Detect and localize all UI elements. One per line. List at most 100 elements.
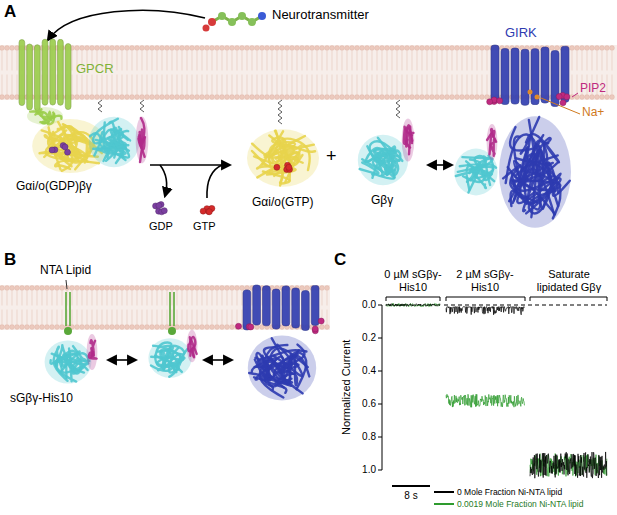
illustration-part: [541, 47, 549, 103]
illustration-part: [2, 75, 3, 95]
illustration-part: [45, 325, 50, 330]
illustration-part: [460, 95, 465, 100]
illustration-part: [382, 305, 383, 470]
illustration-part: [175, 325, 180, 330]
illustration-part: [357, 51, 358, 71]
g-gamma-protein: [402, 118, 415, 161]
girk-channel: [499, 116, 571, 228]
illustration-part: [292, 75, 293, 95]
illustration-part: [292, 51, 293, 71]
illustration-part: [242, 310, 243, 325]
illustration-part: [375, 95, 380, 100]
illustration-part: [475, 46, 480, 51]
illustration-part: [242, 51, 243, 71]
g-alpha-protein: [247, 129, 319, 187]
illustration-part: [252, 75, 253, 95]
illustration-part: [90, 325, 95, 330]
illustration-part: [45, 340, 92, 383]
legend-entry: 0 Mole Fraction Ni-NTA lipid: [434, 486, 583, 498]
illustration-part: [420, 95, 425, 100]
illustration-part: [160, 46, 165, 51]
illustration-part: [136, 117, 149, 164]
illustration-part: [55, 286, 60, 291]
illustration-part: [445, 95, 450, 100]
illustration-part: [420, 46, 425, 51]
illustration-part: [132, 75, 133, 95]
illustration-part: [232, 291, 233, 306]
illustration-part: [190, 46, 195, 51]
illustration-part: [565, 95, 570, 100]
illustration-part: [17, 51, 18, 71]
illustration-part: [148, 338, 191, 378]
illustration-part: [162, 75, 163, 95]
illustration-part: [139, 136, 145, 156]
illustration-part: [460, 46, 465, 51]
illustration-part: [160, 286, 165, 291]
illustration-part: [258, 12, 266, 20]
illustration-part: [142, 51, 143, 71]
illustration-part: [252, 51, 253, 71]
illustration-part: [140, 286, 145, 291]
lipid-label: PIP2: [580, 82, 606, 96]
illustration-part: [12, 291, 13, 306]
tick-label: 0.0: [346, 299, 376, 311]
illustration-part: [325, 325, 330, 330]
illustration-part: [240, 46, 245, 51]
illustration-part: [480, 95, 485, 100]
illustration-part: [382, 51, 383, 71]
illustration-part: [12, 310, 13, 325]
illustration-part: [257, 51, 258, 71]
illustration-part: [167, 75, 168, 95]
illustration-part: [72, 75, 73, 95]
illustration-part: [125, 286, 130, 291]
illustration-part: [89, 117, 139, 167]
illustration-part: [137, 291, 138, 306]
illustration-part: [245, 95, 250, 100]
illustration-part: [75, 325, 80, 330]
illustration-part: [587, 51, 588, 71]
illustration-part: [222, 51, 223, 71]
illustration-part: [572, 75, 573, 95]
illustration-part: [177, 291, 178, 306]
illustration-part: [220, 95, 225, 100]
illustration-part: [52, 310, 53, 325]
illustration-part: [225, 286, 230, 291]
illustration-part: [430, 46, 435, 51]
illustration-part: [327, 310, 328, 325]
illustration-part: [517, 176, 555, 208]
illustration-part: [175, 286, 180, 291]
illustration-part: [442, 51, 443, 71]
illustration-part: [95, 95, 100, 100]
illustration-part: [7, 291, 8, 306]
illustration-part: [30, 286, 35, 291]
illustration-part: [440, 46, 445, 51]
illustration-part: [232, 75, 233, 95]
illustration-part: [165, 286, 170, 291]
illustration-part: [260, 46, 265, 51]
illustration-part: [92, 75, 93, 95]
illustration-part: [327, 291, 328, 306]
protein-label: GPCR: [76, 62, 114, 77]
condition-label: 2 µM sGβγ-His10: [450, 268, 520, 293]
illustration-part: [477, 51, 478, 71]
illustration-part: [372, 51, 373, 71]
illustration-part: [42, 39, 48, 105]
illustration-part: [127, 75, 128, 95]
illustration-part: [340, 95, 345, 100]
g-gamma-protein: [136, 117, 149, 164]
illustration-part: [62, 310, 63, 325]
illustration-part: [80, 95, 85, 100]
illustration-part: [77, 291, 78, 306]
illustration-part: [85, 46, 90, 51]
illustration-part: [305, 46, 310, 51]
illustration-part: [75, 286, 80, 291]
illustration-part: [207, 291, 208, 306]
illustration-part: [400, 95, 405, 100]
illustration-part: [560, 100, 566, 106]
illustration-part: [307, 51, 308, 71]
illustration-part: [358, 135, 408, 185]
illustration-part: [92, 291, 93, 306]
illustration-part: [17, 75, 18, 95]
illustration-part: [42, 122, 79, 161]
illustration-part: [65, 44, 71, 110]
